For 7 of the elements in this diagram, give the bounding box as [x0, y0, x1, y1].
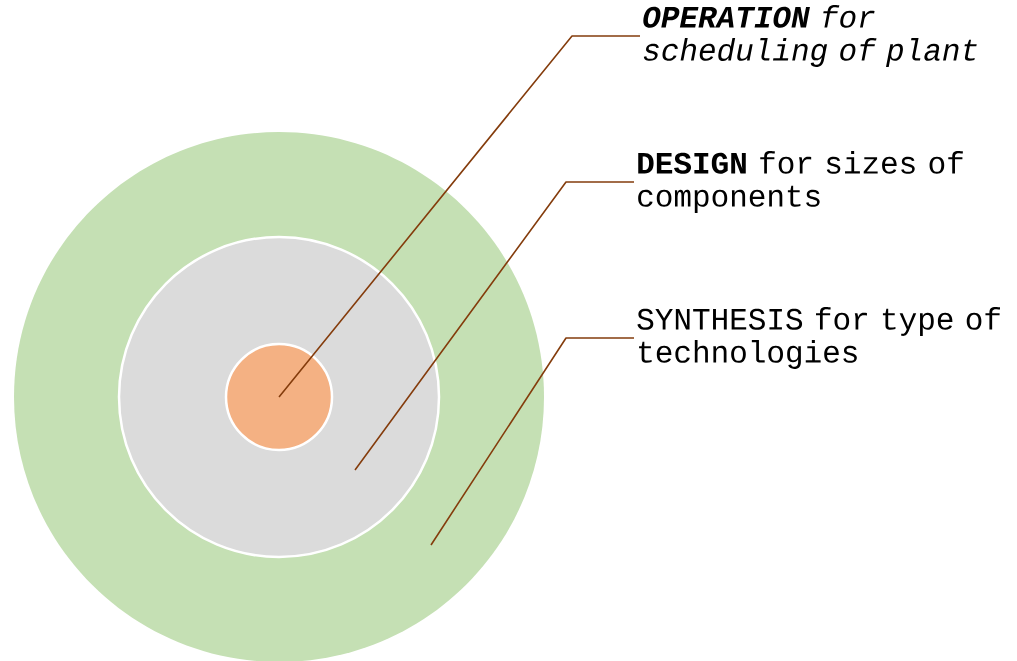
- label-text: OPERATION for scheduling of plant: [643, 5, 977, 67]
- leader-line: [430, 337, 635, 546]
- leader-line: [354, 181, 635, 471]
- ring-circle: [224, 342, 334, 452]
- label-text: SYNTHESIS for type of technologies: [637, 307, 1000, 369]
- leader-line: [278, 35, 641, 398]
- label-text: DESIGN for sizes of components: [638, 151, 963, 213]
